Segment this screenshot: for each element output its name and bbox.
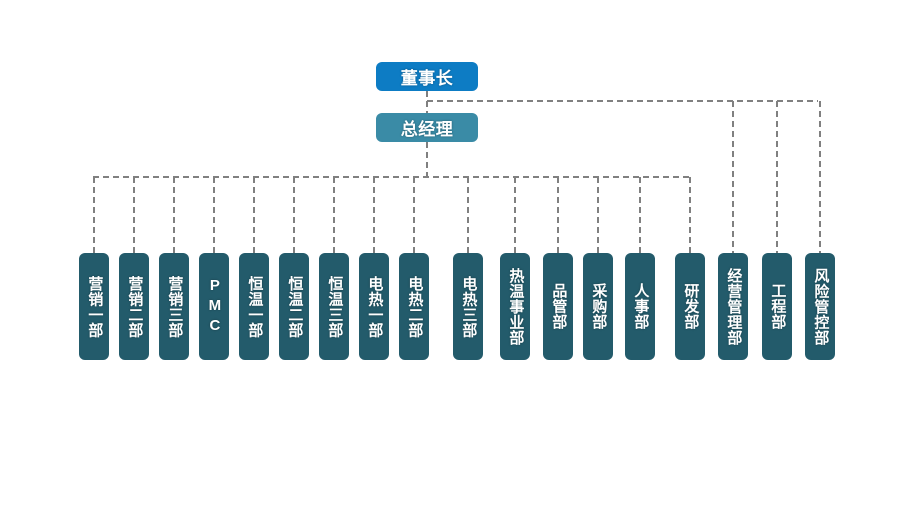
node-dept-gm-0[interactable]: 营销一部 — [79, 253, 109, 360]
node-dept-chairman-0[interactable]: 经营管理部 — [718, 253, 748, 360]
node-chairman[interactable]: 董事长 — [376, 62, 478, 91]
node-dept-gm-14[interactable]: 研发部 — [675, 253, 705, 360]
node-dept-gm-7[interactable]: 电热一部 — [359, 253, 389, 360]
node-dept-chairman-1[interactable]: 工程部 — [762, 253, 792, 360]
node-dept-gm-12[interactable]: 采购部 — [583, 253, 613, 360]
node-dept-gm-2[interactable]: 营销三部 — [159, 253, 189, 360]
node-dept-gm-3[interactable]: PMC — [199, 253, 229, 360]
node-dept-gm-9[interactable]: 电热三部 — [453, 253, 483, 360]
node-dept-gm-5[interactable]: 恒温二部 — [279, 253, 309, 360]
node-general-manager[interactable]: 总经理 — [376, 113, 478, 142]
node-dept-gm-4[interactable]: 恒温一部 — [239, 253, 269, 360]
node-dept-gm-13[interactable]: 人事部 — [625, 253, 655, 360]
node-dept-chairman-2[interactable]: 风险管控部 — [805, 253, 835, 360]
node-dept-gm-11[interactable]: 品管部 — [543, 253, 573, 360]
node-dept-gm-6[interactable]: 恒温三部 — [319, 253, 349, 360]
node-dept-gm-10[interactable]: 热温事业部 — [500, 253, 530, 360]
node-dept-gm-1[interactable]: 营销二部 — [119, 253, 149, 360]
node-dept-gm-8[interactable]: 电热二部 — [399, 253, 429, 360]
